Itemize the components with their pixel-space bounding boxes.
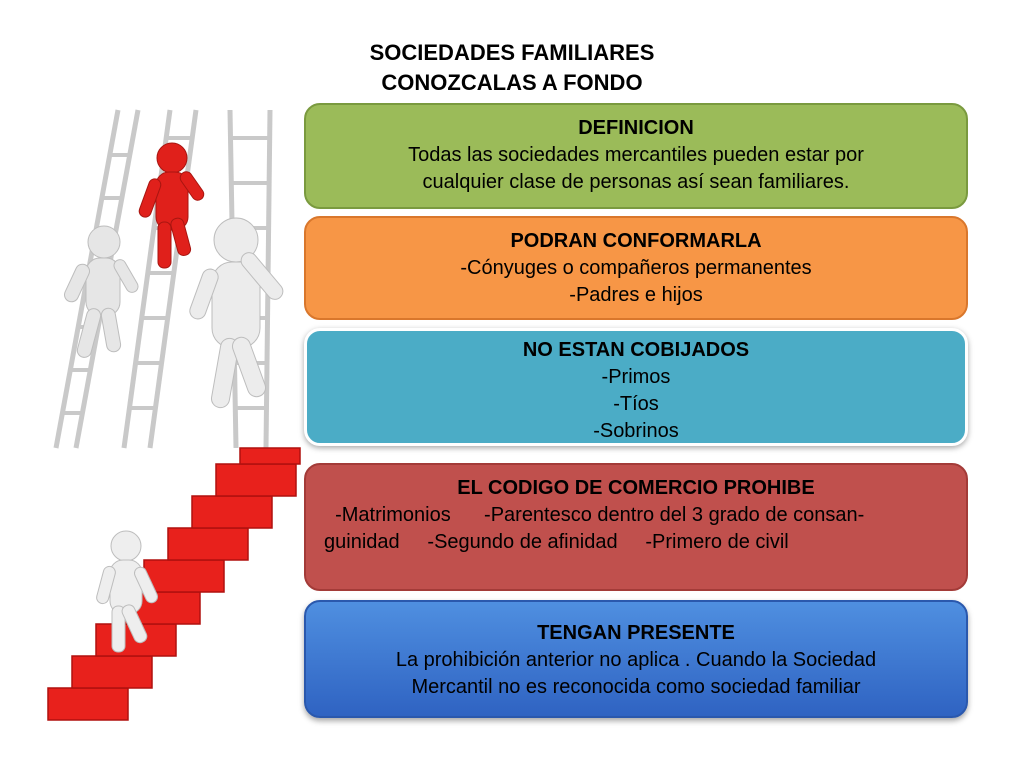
codigo-comercio-box: EL CODIGO DE COMERCIO PROHIBE -Matrimoni… [304, 463, 968, 591]
no-estan-line-1: -Primos [601, 366, 671, 388]
codigo-heading: EL CODIGO DE COMERCIO PROHIBE [457, 477, 815, 499]
codigo-line-1: -Matrimonios -Parentesco dentro del 3 gr… [324, 504, 865, 526]
definicion-box: DEFINICION Todas las sociedades mercanti… [304, 103, 968, 209]
white-person-left-icon [64, 225, 139, 358]
title-line-1: SOCIEDADES FAMILIARES [369, 40, 655, 65]
white-person-right-icon [189, 217, 284, 409]
tengan-line-1: La prohibición anterior no aplica . Cuan… [395, 649, 877, 671]
title-line-2: CONOZCALAS A FONDO [381, 70, 643, 95]
white-person-stairs-icon [96, 530, 158, 653]
no-estan-cobijados-box: NO ESTAN COBIJADOS -Primos -Tíos -Sobrin… [304, 328, 968, 446]
podran-heading: PODRAN CONFORMARLA [510, 230, 762, 252]
no-estan-line-2: -Tíos [613, 393, 659, 415]
podran-line-1: -Cónyuges o compañeros permanentes [460, 257, 812, 279]
definicion-heading: DEFINICION [578, 117, 694, 139]
podran-line-2: -Padres e hijos [569, 284, 703, 306]
podran-conformarla-box: PODRAN CONFORMARLA -Cónyuges o compañero… [304, 216, 968, 320]
no-estan-heading: NO ESTAN COBIJADOS [522, 339, 750, 361]
definicion-line-2: cualquier clase de personas así sean fam… [422, 171, 850, 193]
red-person-icon [138, 142, 205, 269]
codigo-line-2: guinidad -Segundo de afinidad -Primero d… [324, 531, 789, 553]
no-estan-line-3: -Sobrinos [593, 420, 679, 442]
ladders-and-stairs-illustration [47, 109, 301, 721]
tengan-heading: TENGAN PRESENTE [537, 622, 735, 644]
definicion-line-1: Todas las sociedades mercantiles pueden … [408, 144, 864, 166]
tengan-presente-box: TENGAN PRESENTE La prohibición anterior … [304, 600, 968, 718]
slide-title: SOCIEDADES FAMILIARES CONOZCALAS A FONDO [300, 38, 724, 98]
red-stairs-icon [47, 447, 301, 721]
tengan-line-2: Mercantil no es reconocida como sociedad… [411, 676, 861, 698]
